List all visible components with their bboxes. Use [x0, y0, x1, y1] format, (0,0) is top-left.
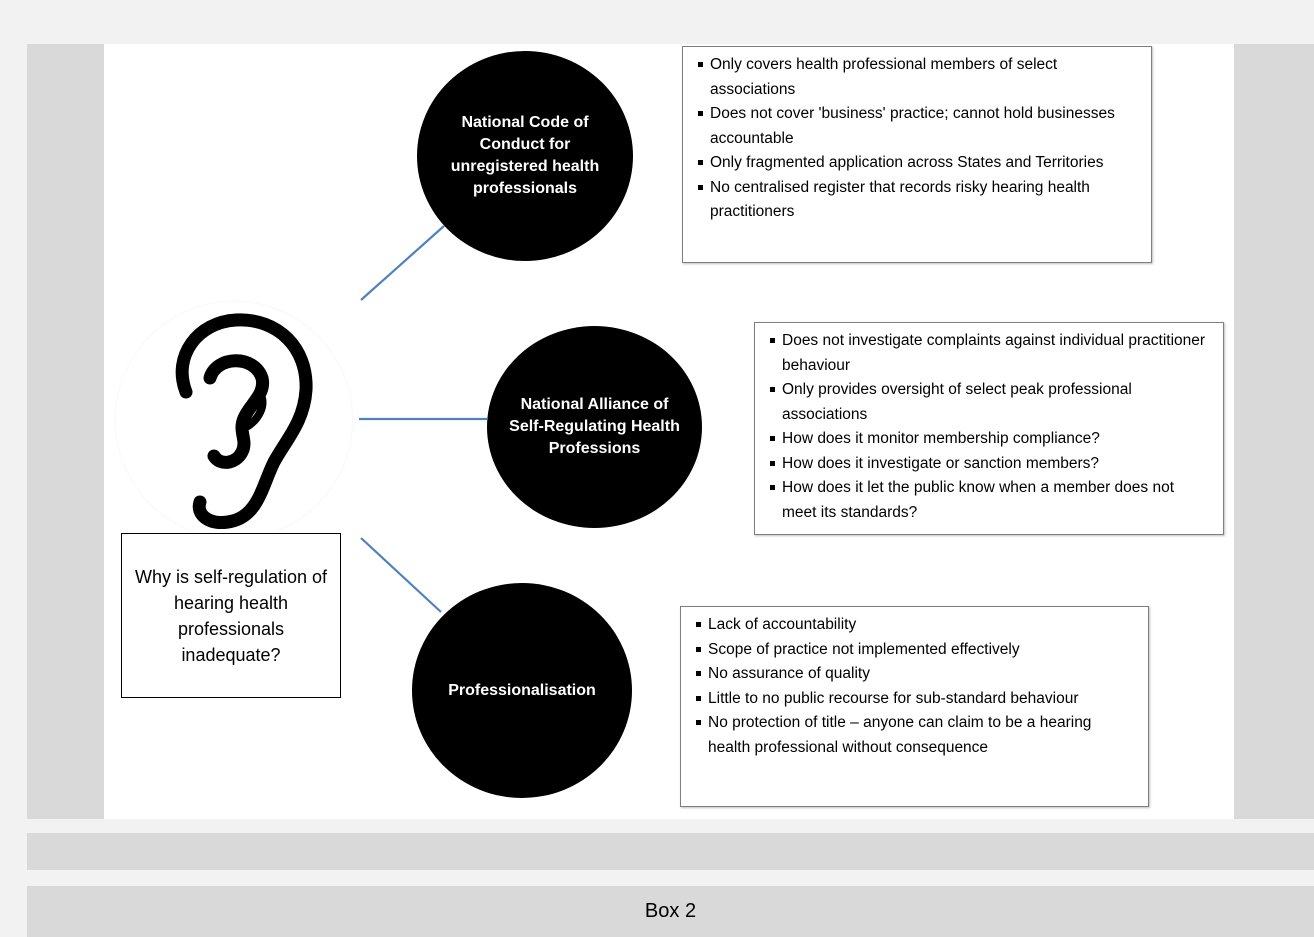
bullet-item: How does it investigate or sanction memb… — [769, 452, 1209, 477]
bullet-item: Does not investigate complaints against … — [769, 329, 1209, 378]
bullet-item: Only provides oversight of select peak p… — [769, 378, 1209, 427]
bullet-item: How does it let the public know when a m… — [769, 476, 1209, 525]
node-professionalisation: Professionalisation — [412, 583, 632, 798]
bullet-list: Only covers health professional members … — [697, 53, 1137, 225]
bullet-item: No protection of title – anyone can clai… — [695, 711, 1134, 760]
question-box: Why is self-regulation of hearing health… — [121, 533, 341, 698]
connector-line-bottom — [360, 537, 442, 613]
caption-bar: Box 2 — [27, 886, 1314, 937]
bullet-item: Little to no public recourse for sub-sta… — [695, 687, 1134, 712]
bullet-item: Only covers health professional members … — [697, 53, 1137, 102]
bullet-item: Lack of accountability — [695, 613, 1134, 638]
bullet-item: How does it monitor membership complianc… — [769, 427, 1209, 452]
node-label: Professionalisation — [448, 681, 596, 699]
node-label: National Code of Conduct for unregistere… — [450, 114, 600, 197]
connector-line-top — [360, 225, 445, 301]
bullet-item: Only fragmented application across State… — [697, 151, 1137, 176]
bullet-item: No assurance of quality — [695, 662, 1134, 687]
bullet-list: Does not investigate complaints against … — [769, 329, 1209, 525]
bullet-box-code-of-conduct: Only covers health professional members … — [682, 46, 1152, 263]
bullet-item: No centralised register that records ris… — [697, 176, 1137, 225]
question-text: Why is self-regulation of hearing health… — [134, 566, 328, 665]
bullet-item: Scope of practice not implemented effect… — [695, 638, 1134, 663]
bullet-box-professionalisation: Lack of accountability Scope of practice… — [680, 606, 1149, 807]
caption-text: Box 2 — [644, 900, 697, 922]
bullet-box-national-alliance: Does not investigate complaints against … — [754, 322, 1224, 535]
bullet-item: Does not cover 'business' practice; cann… — [697, 102, 1137, 151]
node-code-of-conduct: National Code of Conduct for unregistere… — [417, 51, 633, 261]
ear-halo — [116, 302, 352, 538]
node-label: National Alliance of Self-Regulating Hea… — [509, 396, 680, 457]
node-national-alliance: National Alliance of Self-Regulating Hea… — [487, 326, 702, 528]
ear-icon — [175, 313, 313, 529]
spacer-band — [27, 833, 1314, 870]
bullet-list: Lack of accountability Scope of practice… — [695, 613, 1134, 760]
